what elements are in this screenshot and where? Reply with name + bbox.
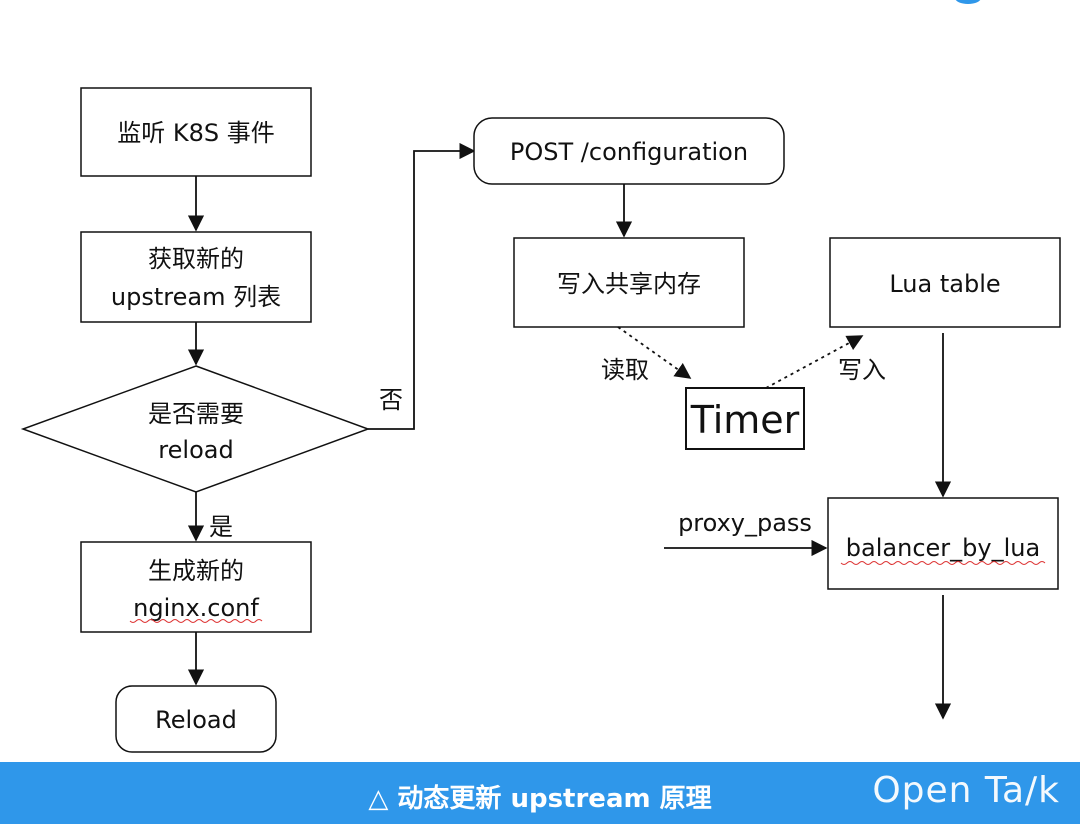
fetch-label-line1: 获取新的 [148,245,244,273]
footer-caption: △ 动态更新 upstream 原理 [368,784,712,814]
generate-node [80,541,312,633]
edge-label-yes: 是 [209,513,233,541]
timer-node [685,387,805,450]
edge-label-read: 读取 [601,356,649,384]
spellcheck-underline-balancer [840,561,1046,565]
post-label: POST /configuration [510,138,748,166]
timer-label: Timer [690,398,800,442]
flowchart: 监听 K8S 事件 获取新的 upstream 列表 是否需要 reload 生… [20,87,1061,753]
decorative-mark [955,0,981,4]
reload-node [115,685,277,753]
decision-label-line2: reload [158,436,233,464]
edge-decision-post [368,142,476,430]
footer-bar: △ 动态更新 upstream 原理 Open Ta/k [0,762,1080,824]
generate-label-line1: 生成新的 [148,557,244,585]
luatable-label: Lua table [889,270,1000,298]
edge-label-no: 否 [379,386,403,414]
reload-label: Reload [155,706,237,734]
edge-label-write: 写入 [838,356,886,384]
fetch-label-line2: upstream 列表 [111,283,281,311]
decision-label-line1: 是否需要 [148,400,244,428]
listen-label: 监听 K8S 事件 [117,119,275,147]
luatable-node [829,237,1061,328]
edge-label-proxy-pass: proxy_pass [678,509,812,537]
post-node [473,117,785,185]
brand-logo: Open Ta/k [872,770,1060,811]
generate-label-line2: nginx.conf [133,594,259,622]
shm-node [513,237,745,328]
spellcheck-underline [129,619,263,623]
shm-label: 写入共享内存 [557,270,701,298]
fetch-node [80,231,312,323]
decision-node [20,365,371,493]
balancer-label: balancer_by_lua [846,534,1040,562]
edge-shm-timer [617,326,692,379]
balancer-node [827,497,1059,590]
